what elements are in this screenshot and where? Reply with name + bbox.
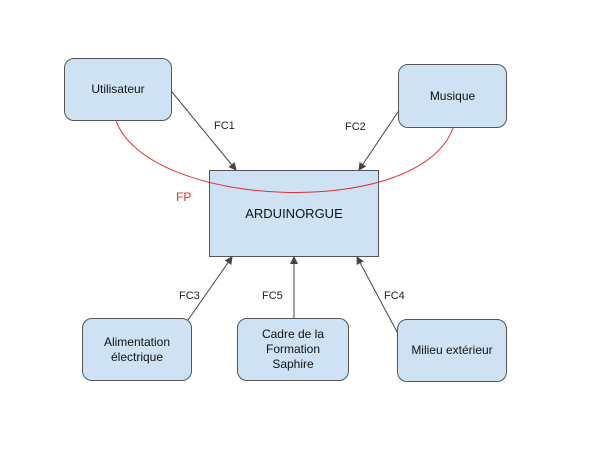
label-fc3: FC3	[179, 290, 200, 302]
label-fc2: FC2	[345, 121, 366, 133]
label-fp: FP	[176, 190, 192, 204]
node-utilisateur: Utilisateur	[64, 58, 172, 121]
node-arduinorgue: ARDUINORGUE	[209, 170, 379, 257]
node-cadre: Cadre de la Formation Saphire	[237, 318, 349, 381]
label-fc4: FC4	[384, 290, 405, 302]
node-arduinorgue-label: ARDUINORGUE	[245, 206, 343, 221]
arrow-fc3	[187, 256, 233, 321]
label-fc1: FC1	[214, 120, 235, 132]
arrow-fc4	[356, 256, 405, 346]
node-alimentation: Alimentation électrique	[82, 318, 192, 381]
node-utilisateur-label: Utilisateur	[91, 82, 145, 96]
node-cadre-label: Cadre de la Formation Saphire	[261, 327, 325, 371]
node-musique: Musique	[398, 64, 507, 128]
label-fc5: FC5	[262, 290, 283, 302]
node-alimentation-label: Alimentation électrique	[103, 334, 171, 364]
node-musique-label: Musique	[429, 88, 476, 103]
node-milieu: Milieu extérieur	[397, 319, 507, 382]
node-milieu-label: Milieu extérieur	[411, 343, 493, 357]
